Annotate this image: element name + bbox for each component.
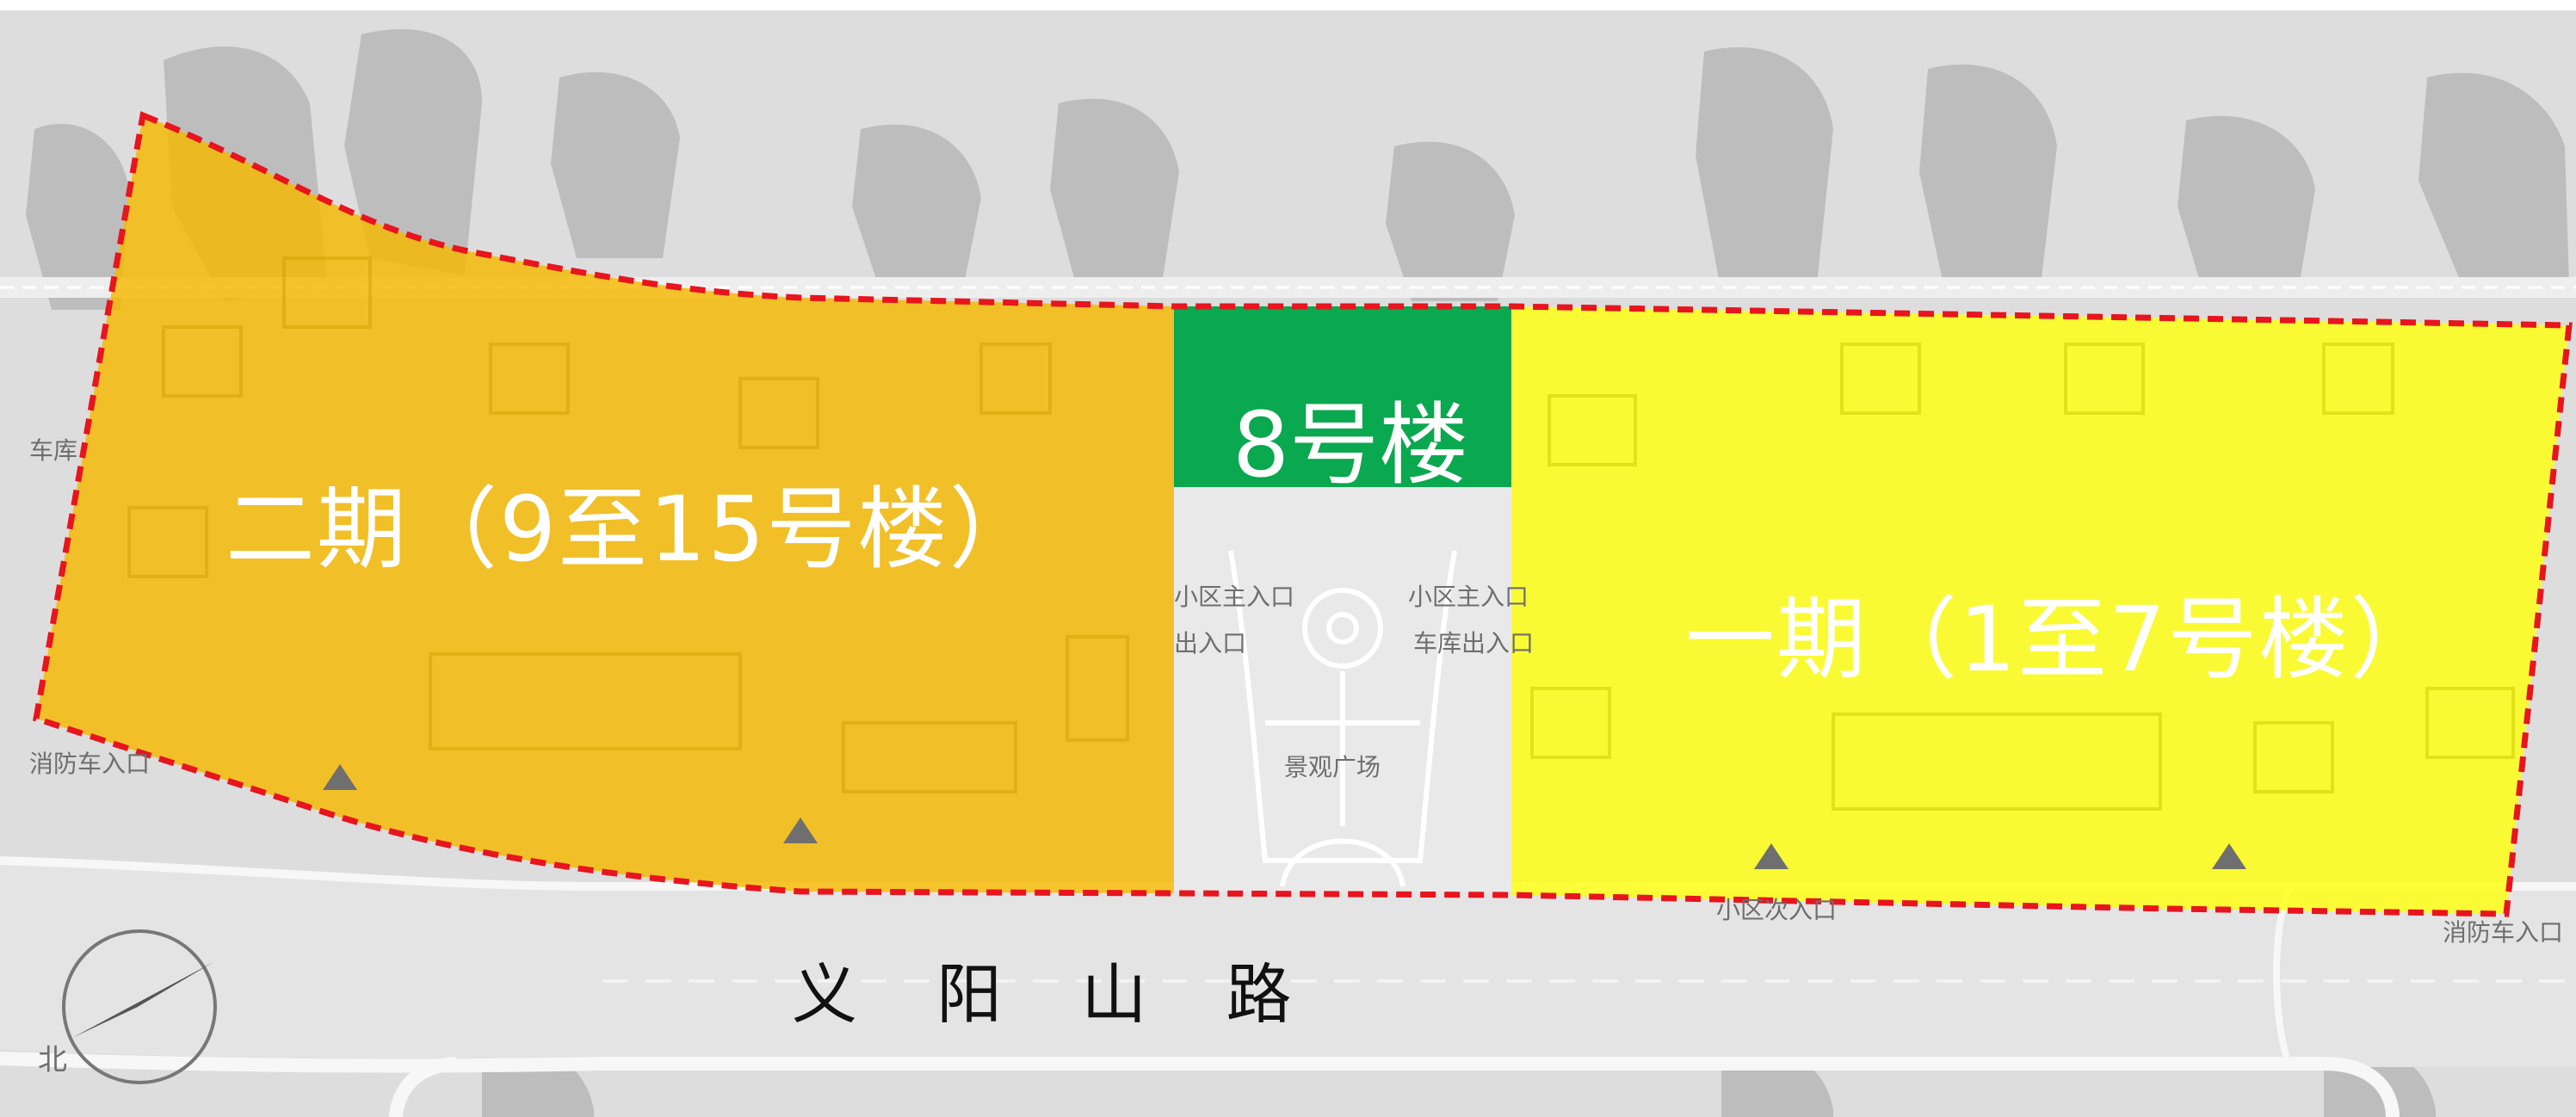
zone-phase1 bbox=[1511, 306, 2569, 914]
plaza-label: 景观广场 bbox=[1284, 753, 1381, 781]
road-surface bbox=[0, 856, 2576, 1117]
plaza-fountain-icon bbox=[1228, 550, 1457, 887]
main-entrance-left-label: 小区主入口 bbox=[1174, 583, 1295, 611]
main-entrance-right-label: 小区主入口 bbox=[1408, 583, 1529, 611]
garage-exit-right-label: 车库出入口 bbox=[1413, 629, 1535, 657]
building-footprints-phase1 bbox=[1530, 343, 2515, 811]
garage-exit-left-label: 出入口 bbox=[1174, 629, 1247, 657]
entrance-markers bbox=[323, 764, 2246, 869]
secondary-entrance-label: 小区次入口 bbox=[1716, 896, 1838, 924]
fire-entrance-left-label: 消防车入口 bbox=[29, 750, 151, 778]
project-boundary bbox=[33, 111, 2573, 917]
building-footprints bbox=[127, 256, 1129, 793]
building8-label: 8号楼 bbox=[1232, 392, 1469, 497]
fire-entrance-right-label: 消防车入口 bbox=[2443, 918, 2564, 947]
zone-phase2 bbox=[36, 115, 1174, 893]
road-name-label: 义 阳 山 路 bbox=[792, 956, 1321, 1033]
north-arrow-icon bbox=[62, 929, 217, 1084]
zone-building8 bbox=[1174, 306, 1511, 487]
phase1-label: 一期（1至7号楼） bbox=[1685, 587, 2442, 692]
phase2-label: 二期（9至15号楼） bbox=[225, 477, 1041, 582]
north-label: 北 bbox=[38, 1043, 67, 1077]
building-shadows bbox=[26, 28, 2569, 1117]
garage-left-label: 车库 bbox=[29, 436, 78, 465]
